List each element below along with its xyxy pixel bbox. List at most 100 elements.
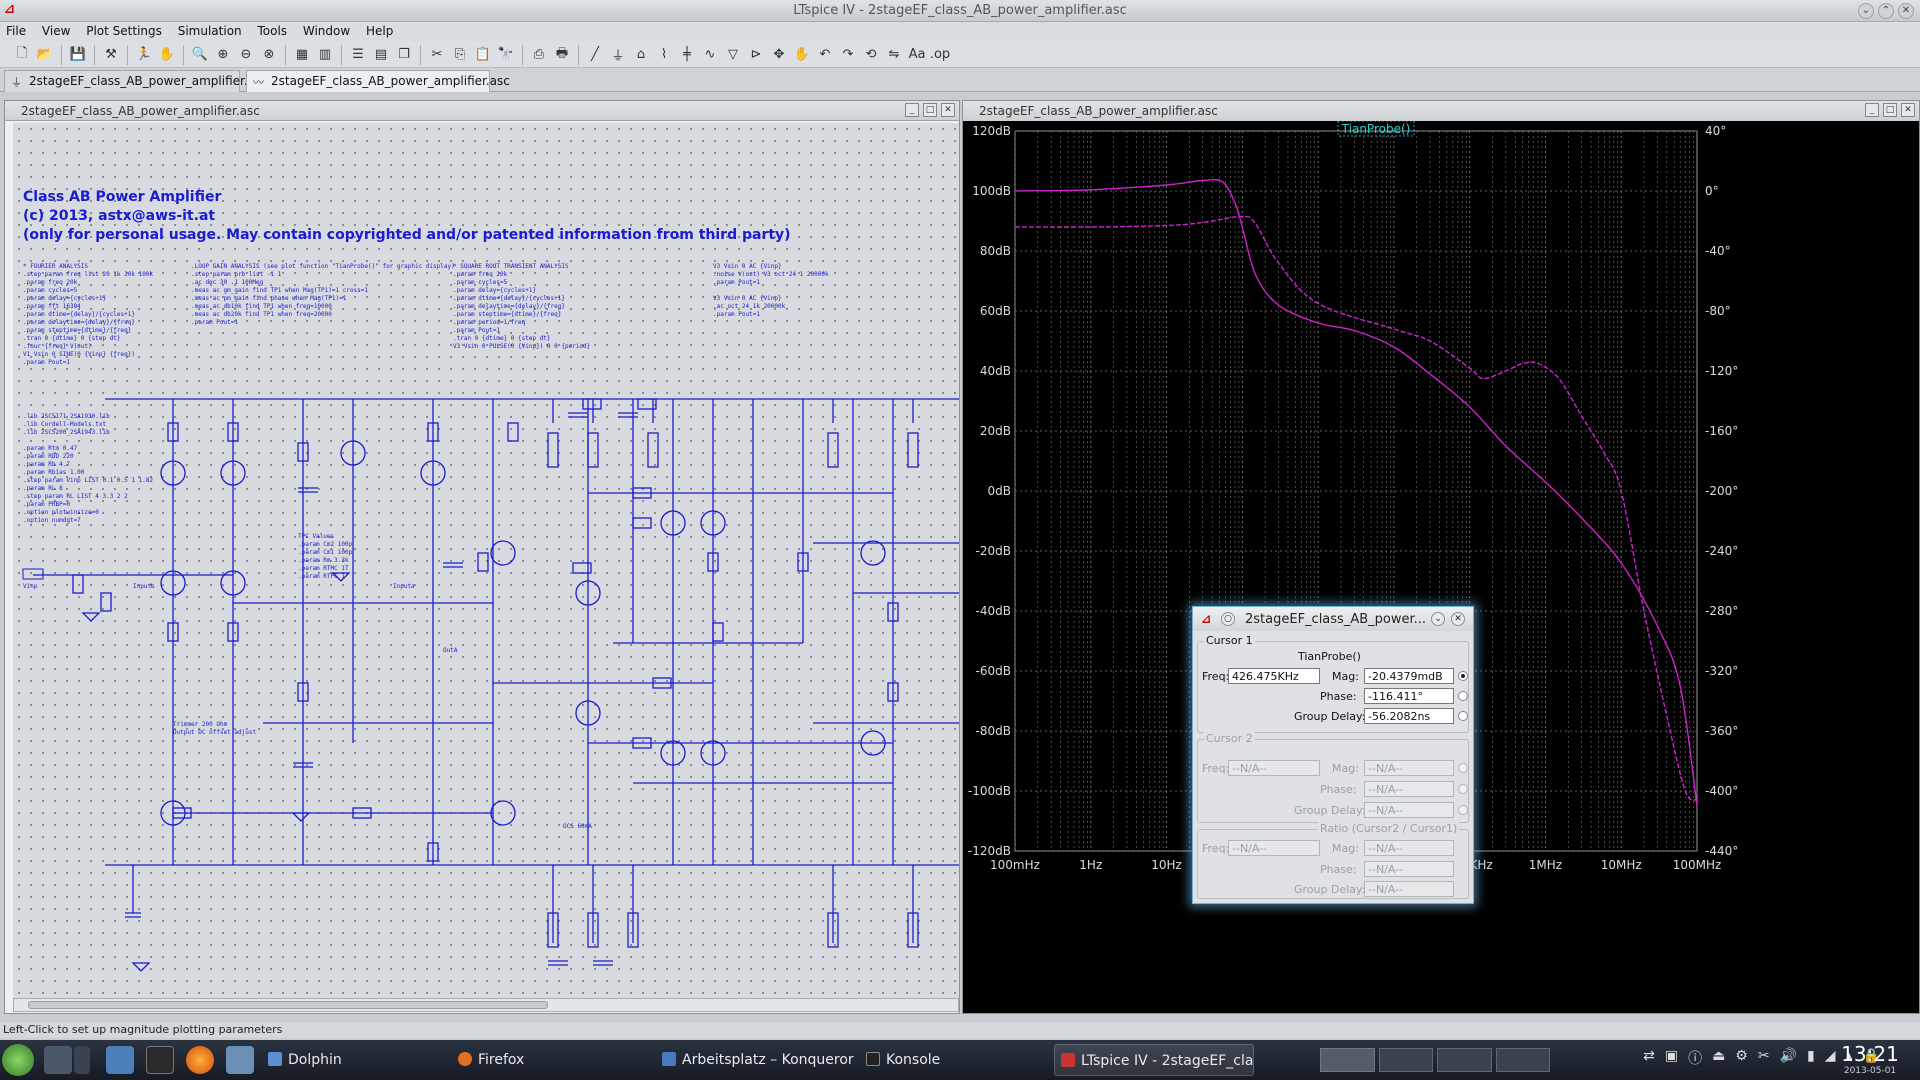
- diode-icon[interactable]: ▽: [728, 47, 738, 62]
- task-dolphin[interactable]: Dolphin: [262, 1044, 448, 1076]
- capacitor-icon[interactable]: ╪: [683, 47, 691, 62]
- redo-icon[interactable]: ↷: [842, 47, 854, 62]
- task-firefox[interactable]: Firefox: [452, 1044, 652, 1076]
- trace-label-box: [1337, 121, 1415, 137]
- schematic-canvas[interactable]: Class AB Power Amplifier (c) 2013, astx@…: [13, 123, 959, 998]
- zoom-back-icon[interactable]: ⊖: [240, 47, 252, 62]
- zoom-area-icon[interactable]: 🔍: [191, 47, 209, 62]
- print-icon[interactable]: 🖶: [555, 45, 569, 61]
- waveform-close-button[interactable]: ✕: [1901, 103, 1915, 117]
- wifi-signal-icon[interactable]: ◢: [1824, 1048, 1836, 1064]
- wire-icon[interactable]: ╱: [591, 47, 599, 62]
- inductor-icon[interactable]: ∿: [704, 47, 716, 62]
- clock[interactable]: 13:21 2013-05-01: [1830, 1042, 1910, 1076]
- run-icon[interactable]: 🏃: [135, 47, 153, 62]
- y-left-tick-label: -40dB: [976, 604, 1011, 618]
- menu-window[interactable]: Window: [302, 24, 351, 38]
- drag-icon[interactable]: ✋: [793, 47, 811, 62]
- cut-icon[interactable]: ✂: [431, 47, 443, 62]
- cursor1-freq-field[interactable]: 426.475KHz: [1228, 668, 1320, 684]
- cursor1-phase-field[interactable]: -116.411°: [1364, 688, 1454, 704]
- firefox-icon[interactable]: [186, 1046, 214, 1074]
- move-icon[interactable]: ✥: [773, 47, 785, 62]
- cursor1-gd-field[interactable]: -56.2082ns: [1364, 708, 1454, 724]
- print-preview-icon[interactable]: ⎙: [533, 47, 545, 62]
- ground-icon[interactable]: ⏚: [611, 49, 625, 64]
- lock-icon[interactable]: 🔒: [1862, 1048, 1880, 1064]
- cursor1-mag-field[interactable]: -20.4379mdB: [1364, 668, 1454, 684]
- pan-icon[interactable]: ⊕: [217, 47, 229, 62]
- find-icon[interactable]: 🔭: [497, 47, 515, 62]
- mirror-icon[interactable]: ⇋: [888, 47, 900, 62]
- halt-icon[interactable]: ✋: [158, 47, 176, 62]
- menu-simulation[interactable]: Simulation: [177, 24, 242, 38]
- network-icon[interactable]: ⇄: [1643, 1048, 1655, 1064]
- label-net-icon[interactable]: ⌂: [636, 47, 646, 62]
- pager-desktop-4[interactable]: [1495, 1048, 1550, 1072]
- control-panel-icon[interactable]: ⚒: [105, 47, 117, 62]
- menu-help[interactable]: Help: [366, 24, 394, 38]
- schematic-minimize-button[interactable]: _: [905, 103, 919, 117]
- info-icon[interactable]: ⓘ: [1688, 1051, 1703, 1067]
- component-icon[interactable]: ⊳: [750, 47, 762, 62]
- pager-desktop-3[interactable]: [1437, 1048, 1492, 1072]
- terminal-icon[interactable]: [146, 1046, 174, 1074]
- schematic-close-button[interactable]: ✕: [941, 103, 955, 117]
- menu-file[interactable]: File: [6, 24, 27, 38]
- tab-waveform[interactable]: 〰 2stageEF_class_AB_power_amplifier.asc: [246, 70, 510, 92]
- clipboard-icon[interactable]: ▣: [1664, 1048, 1679, 1064]
- resistor-icon[interactable]: ⌇: [660, 47, 668, 62]
- zoom-fit-icon[interactable]: ⊗: [263, 47, 275, 62]
- tile-horizontal-icon[interactable]: ☰: [352, 47, 364, 62]
- waveform-maximize-button[interactable]: □: [1883, 103, 1897, 117]
- schematic-hscrollbar[interactable]: [13, 998, 959, 1012]
- dialog-close-button[interactable]: ✕: [1451, 612, 1465, 626]
- schematic-heading-line-3: (only for personal usage. May contain co…: [23, 227, 791, 243]
- autorange-icon[interactable]: ▦: [295, 47, 309, 62]
- dialog-menu-button[interactable]: ○: [1221, 612, 1235, 626]
- minimize-window-button[interactable]: ⌄: [1858, 3, 1874, 19]
- cursor1-gd-radio[interactable]: [1458, 711, 1468, 721]
- cursor1-phase-radio[interactable]: [1458, 691, 1468, 701]
- waveform-minimize-button[interactable]: _: [1865, 103, 1879, 117]
- volume-icon[interactable]: 🔊: [1779, 1048, 1798, 1064]
- grid-icon[interactable]: ▥: [318, 47, 332, 62]
- copy-icon[interactable]: ⎘: [454, 47, 466, 62]
- waveform-window-header: 2stageEF_class_AB_power_amplifier.asc _ …: [963, 101, 1919, 121]
- text-icon[interactable]: Aa: [908, 47, 926, 62]
- undo-icon[interactable]: ↶: [819, 47, 831, 62]
- tray-expand-icon[interactable]: ▴: [1845, 1048, 1853, 1064]
- task-konsole[interactable]: Konsole: [860, 1044, 1050, 1076]
- system-settings-icon[interactable]: [226, 1046, 254, 1074]
- task-konqueror[interactable]: Arbeitsplatz – Konqueror: [656, 1044, 856, 1076]
- save-icon[interactable]: 💾: [69, 47, 87, 62]
- close-window-button[interactable]: ✕: [1898, 3, 1914, 19]
- battery-icon[interactable]: ▮: [1807, 1048, 1815, 1064]
- new-schematic-icon[interactable]: 🗋: [16, 45, 28, 61]
- bode-plot-pane[interactable]: 120dB100dB80dB60dB40dB20dB0dB-20dB-40dB-…: [963, 121, 1919, 1013]
- task-ltspice[interactable]: LTspice IV - 2stageEF_clas: [1054, 1044, 1254, 1076]
- file-manager-icon[interactable]: [106, 1046, 134, 1074]
- cursor1-mag-radio[interactable]: [1458, 671, 1468, 681]
- pager-desktop-2[interactable]: [1378, 1048, 1433, 1072]
- desktop-icon[interactable]: [44, 1046, 72, 1074]
- open-folder-icon[interactable]: 📂: [36, 47, 54, 62]
- menu-view[interactable]: View: [41, 24, 71, 38]
- rotate-icon[interactable]: ⟲: [865, 47, 877, 62]
- schematic-maximize-button[interactable]: □: [923, 103, 937, 117]
- settings-icon[interactable]: ⚙: [1735, 1048, 1748, 1064]
- tile-vertical-icon[interactable]: ▤: [374, 47, 388, 62]
- menu-tools[interactable]: Tools: [257, 24, 288, 38]
- device-notifier-icon[interactable]: ⏏: [1712, 1048, 1726, 1064]
- dialog-shade-button[interactable]: ⌄: [1431, 612, 1445, 626]
- tab-schematic[interactable]: ⏚ 2stageEF_class_AB_power_amplifier.asc: [4, 70, 268, 92]
- maximize-window-button[interactable]: ⌃: [1878, 3, 1894, 19]
- klipper-icon[interactable]: ✂: [1757, 1048, 1770, 1064]
- spice-directive-icon[interactable]: .op: [929, 47, 951, 62]
- cascade-icon[interactable]: ❐: [398, 47, 410, 62]
- pager-desktop-1[interactable]: [1320, 1048, 1375, 1072]
- kde-start-menu-icon[interactable]: [2, 1044, 34, 1076]
- schematic-hscroll-thumb[interactable]: [28, 1001, 548, 1009]
- paste-icon[interactable]: 📋: [474, 47, 492, 62]
- menu-plot-settings[interactable]: Plot Settings: [86, 24, 162, 38]
